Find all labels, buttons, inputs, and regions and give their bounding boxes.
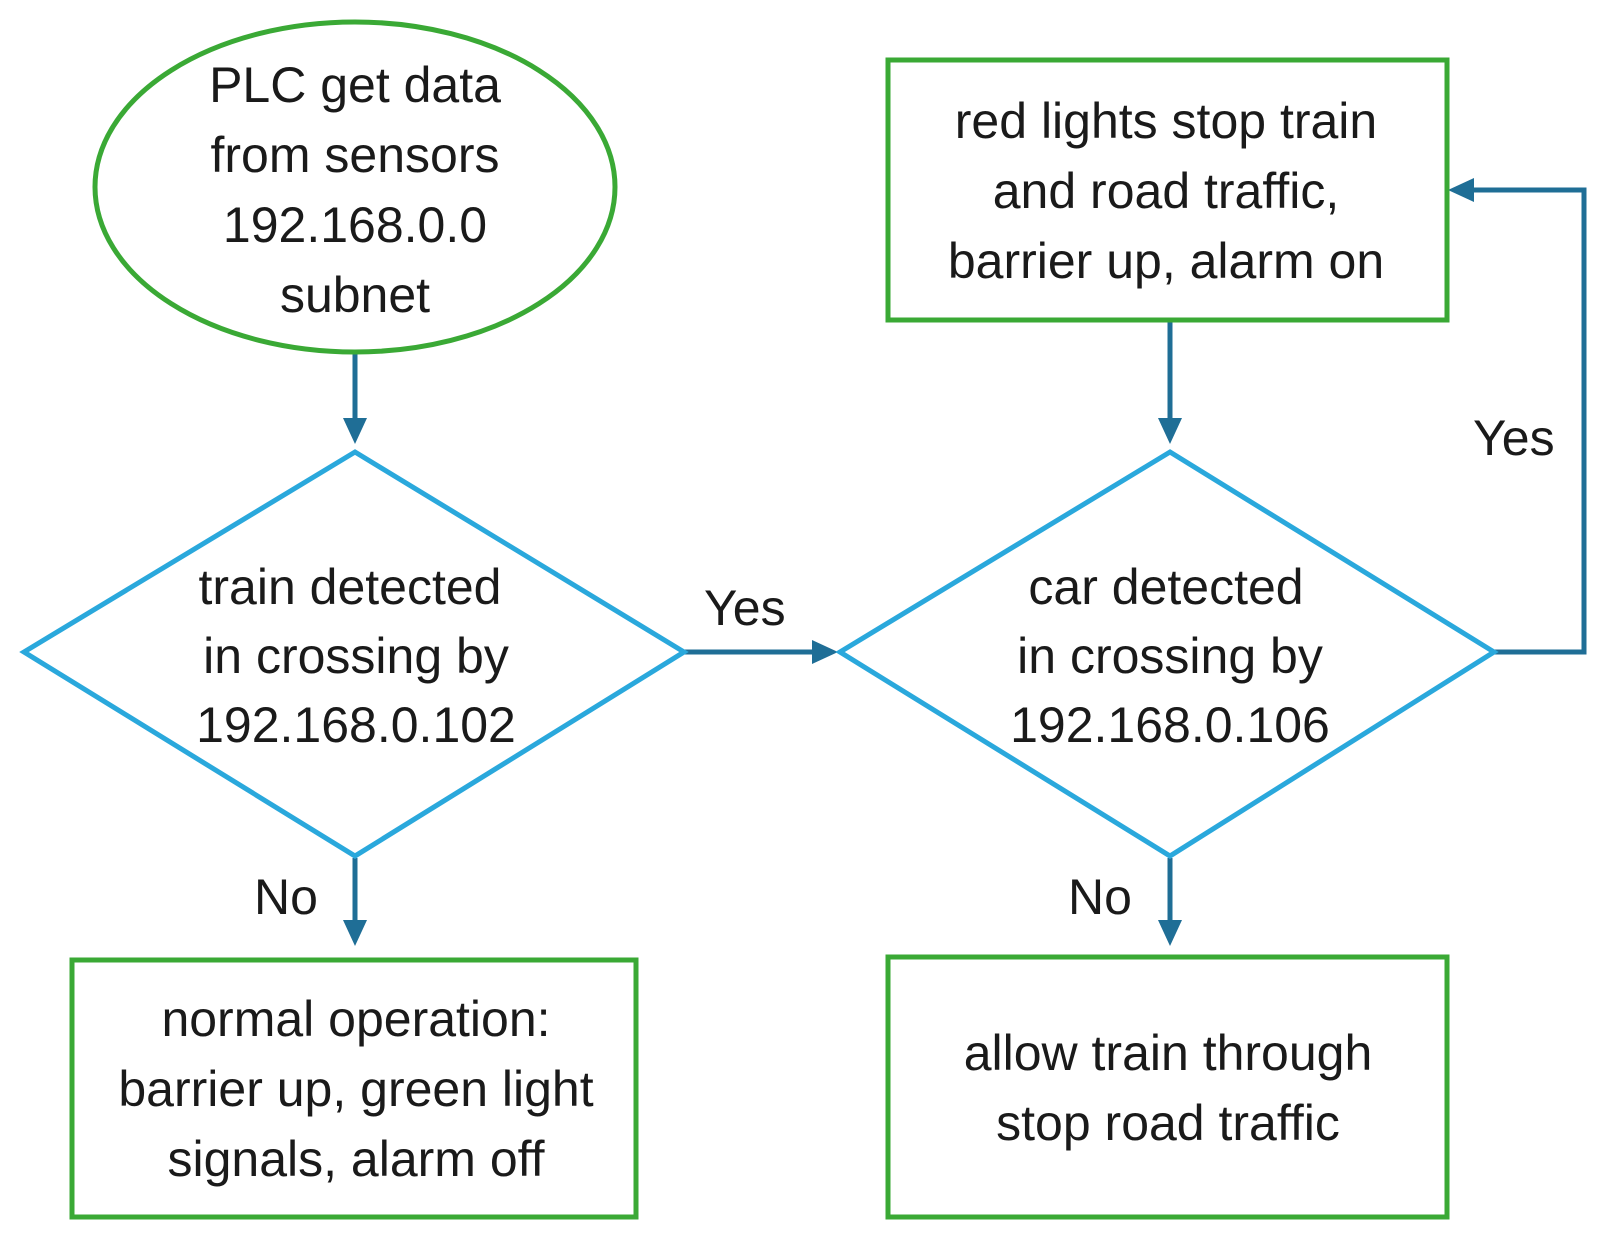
car-decision-label-line-3: 192.168.0.106: [1010, 697, 1330, 753]
train-decision-diamond: [19, 449, 689, 859]
car-decision-label-line-2: in crossing by: [1017, 628, 1323, 684]
arrowhead-red-to-car-decision: [1158, 418, 1182, 444]
arrow-car-yes-loop: [1464, 187, 1587, 655]
red-lights-box: [885, 57, 1450, 323]
arrowhead-start-to-train-decision: [343, 418, 367, 444]
arrowhead-car-yes-loop: [1448, 178, 1474, 202]
normal-operation-label-line-3: signals, alarm off: [167, 1131, 544, 1187]
start-label-line-2: from sensors: [211, 127, 500, 183]
normal-operation-label-line-2: barrier up, green light: [118, 1061, 593, 1117]
train-decision-label-line-1: train detected: [199, 559, 502, 615]
normal-operation-label-line-1: normal operation:: [161, 991, 550, 1047]
arrowhead-train-to-car-decision: [812, 640, 838, 664]
red-lights-label-line-3: barrier up, alarm on: [948, 233, 1384, 289]
normal-operation-box: [69, 957, 639, 1220]
red-lights-label-line-2: and road traffic,: [993, 163, 1340, 219]
red-lights-label-line-1: red lights stop train: [955, 93, 1377, 149]
start-label-line-3: 192.168.0.0: [223, 197, 487, 253]
train-decision-label-line-2: in crossing by: [203, 628, 509, 684]
start-terminal: [92, 19, 618, 355]
connectors: [343, 178, 1587, 946]
train-decision-label-line-3: 192.168.0.102: [196, 697, 516, 753]
car-decision-diamond: [835, 449, 1499, 859]
start-label-line-1: PLC get data: [209, 57, 501, 113]
edge-label-train-no: No: [254, 869, 318, 925]
allow-train-label-line-1: allow train through: [964, 1025, 1373, 1081]
allow-train-box: [885, 954, 1450, 1220]
allow-train-label-line-2: stop road traffic: [996, 1095, 1340, 1151]
arrowhead-car-to-allow: [1158, 920, 1182, 946]
edge-label-car-no: No: [1068, 869, 1132, 925]
arrowhead-train-to-normal: [343, 920, 367, 946]
edge-label-train-yes: Yes: [704, 580, 786, 636]
edge-label-car-yes: Yes: [1473, 410, 1555, 466]
start-label-line-4: subnet: [280, 267, 430, 323]
car-decision-label-line-1: car detected: [1028, 559, 1303, 615]
